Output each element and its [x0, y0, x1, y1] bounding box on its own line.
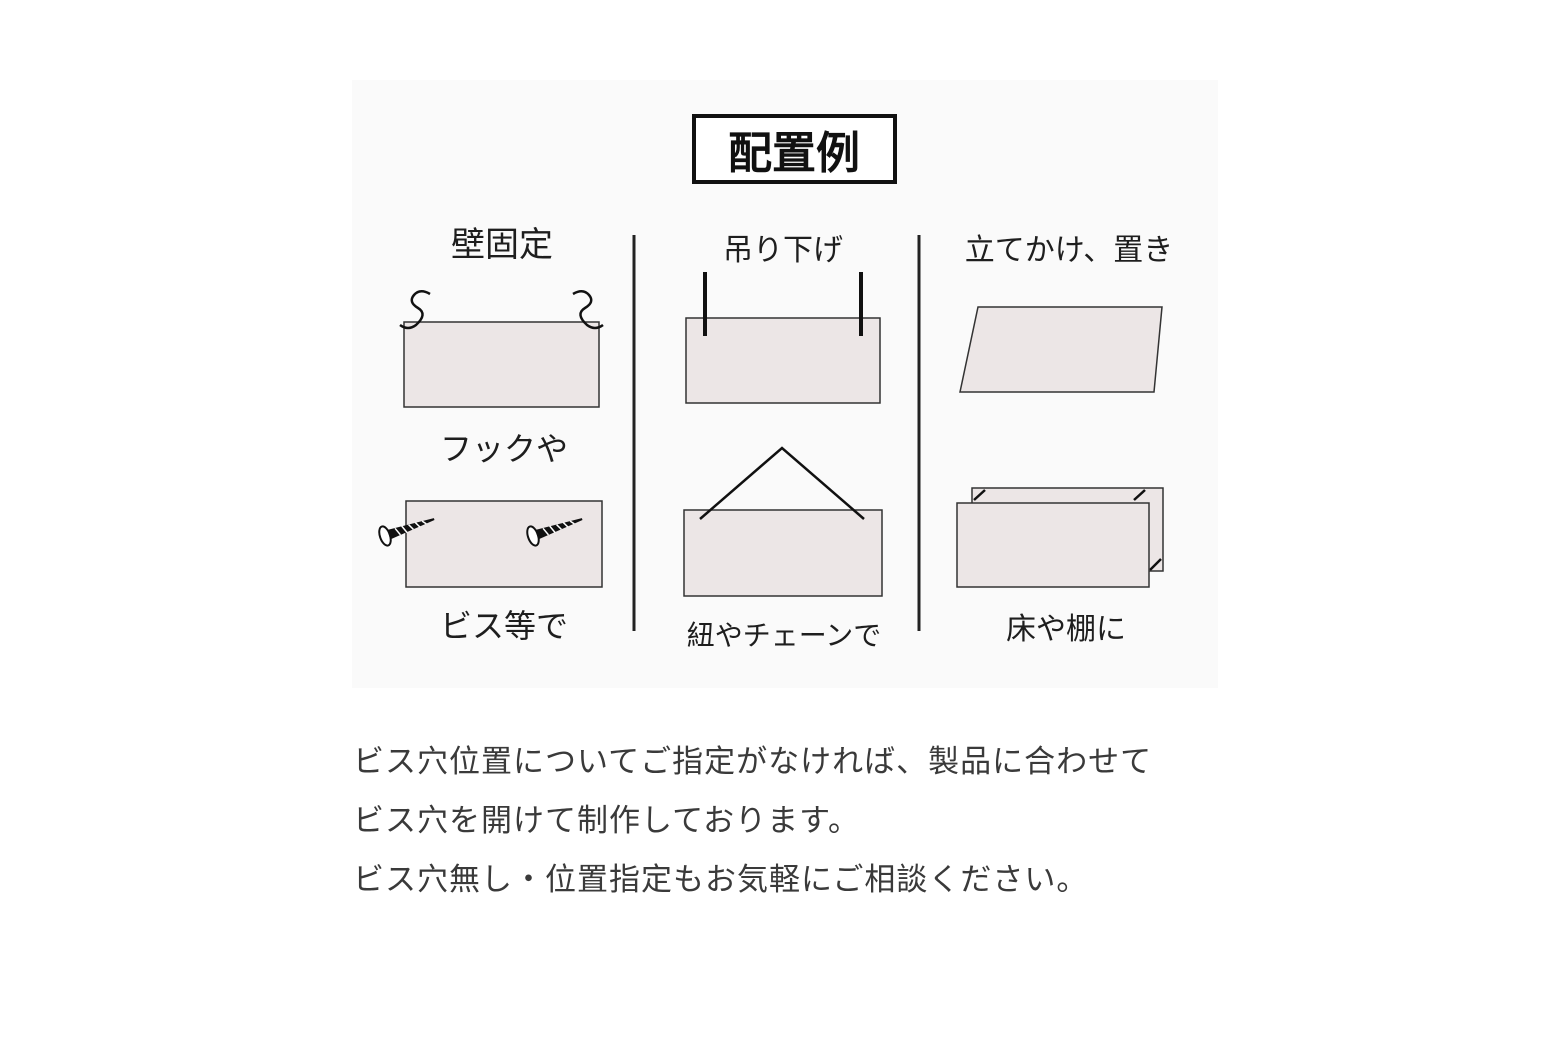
board [403, 321, 600, 408]
hanging-string [699, 446, 865, 520]
caption-string-chain: 紐やチェーンで [687, 619, 882, 652]
wall-screw-board [378, 500, 603, 588]
board [685, 317, 881, 404]
wall-hook-board [399, 290, 604, 408]
heading-leaning: 立てかけ、置き [965, 233, 1174, 268]
hanging-string-board [683, 446, 883, 597]
board [405, 500, 603, 588]
placement-diagram: 配置例 壁固定 吊り下げ 立てかけ、置き フックや [378, 114, 1174, 652]
stacked-boards [956, 487, 1164, 588]
diagram-title: 配置例 [728, 128, 860, 179]
right-hook-icon [572, 290, 604, 330]
diagram-panel: 配置例 壁固定 吊り下げ 立てかけ、置き フックや [352, 80, 1218, 688]
hanging-rods-board [685, 272, 881, 404]
note-line: ビス穴無し・位置指定もお気軽にご相談ください。 [353, 862, 1089, 898]
title-frame [692, 114, 897, 184]
heading-wall-mount: 壁固定 [451, 225, 553, 265]
notes: ビス穴位置についてご指定がなければ、製品に合わせて ビス穴を開けて制作しておりま… [353, 733, 1152, 910]
screw-icon [526, 518, 583, 547]
corner-mark [1149, 558, 1162, 571]
title-box: 配置例 [692, 114, 897, 184]
caption-floor-shelf: 床や棚に [1006, 612, 1126, 647]
corner-mark [1133, 489, 1146, 501]
front-board [956, 502, 1150, 588]
leaning-board [959, 306, 1163, 393]
note-line: ビス穴位置についてご指定がなければ、製品に合わせて [353, 744, 1153, 780]
left-hook-icon [399, 290, 431, 330]
board [683, 509, 883, 597]
caption-hooks: フックや [440, 430, 568, 468]
heading-hanging: 吊り下げ [723, 233, 843, 268]
note-line: ビス穴を開けて制作しております。 [353, 803, 861, 839]
caption-screws: ビス等で [440, 607, 568, 645]
corner-mark [973, 489, 986, 501]
screw-icon [378, 518, 435, 547]
